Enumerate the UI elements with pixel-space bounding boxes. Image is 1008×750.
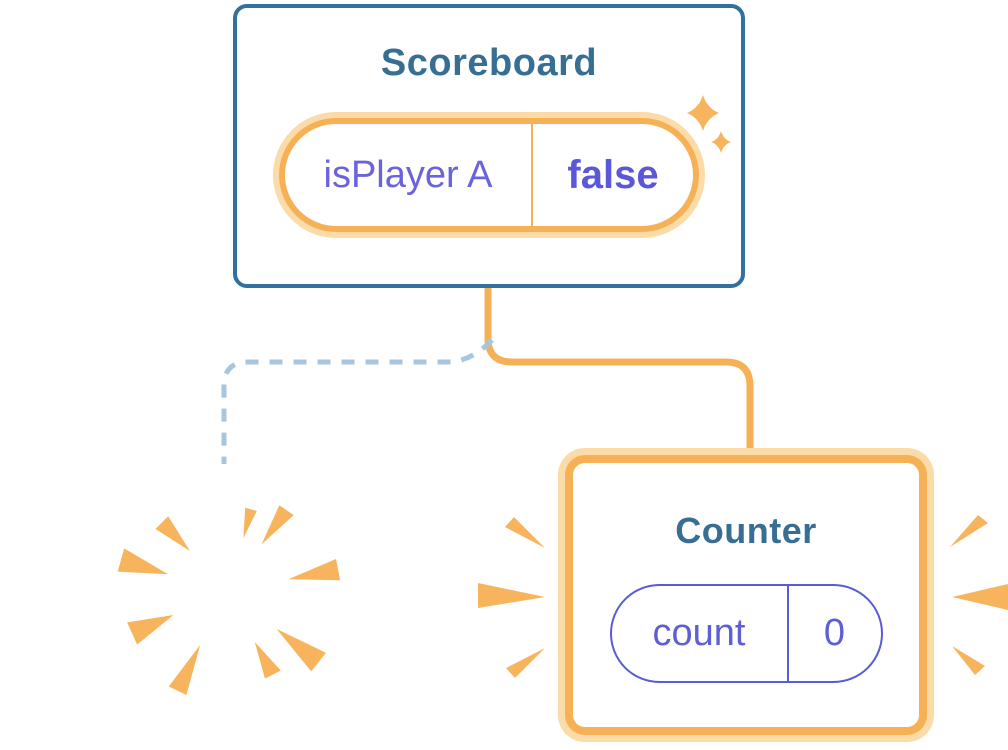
state-value: false <box>567 152 659 197</box>
pill-divider <box>786 586 789 681</box>
counter-title: Counter <box>675 510 817 551</box>
scoreboard-title: Scoreboard <box>380 42 598 84</box>
removed-component-card <box>91 454 365 728</box>
counter-state-pill: count 0 <box>609 584 883 683</box>
state-name: count <box>652 612 746 654</box>
emphasis-rays-icon <box>950 515 1008 675</box>
parent-to-removed-dashed-connector <box>221 338 494 464</box>
pill-divider <box>531 124 533 226</box>
burst-icon <box>117 505 341 695</box>
scoreboard-component-card: Scoreboard isPlayer A false <box>233 4 745 288</box>
counter-component-card: Counter count 0 <box>565 455 927 735</box>
sparkles-icon <box>687 95 731 153</box>
emphasis-rays-icon <box>478 517 545 678</box>
state-value: 0 <box>823 612 846 654</box>
scoreboard-state-pill: isPlayer A false <box>279 118 699 232</box>
state-name: isPlayer A <box>323 153 493 196</box>
parent-to-counter-connector <box>484 288 754 453</box>
